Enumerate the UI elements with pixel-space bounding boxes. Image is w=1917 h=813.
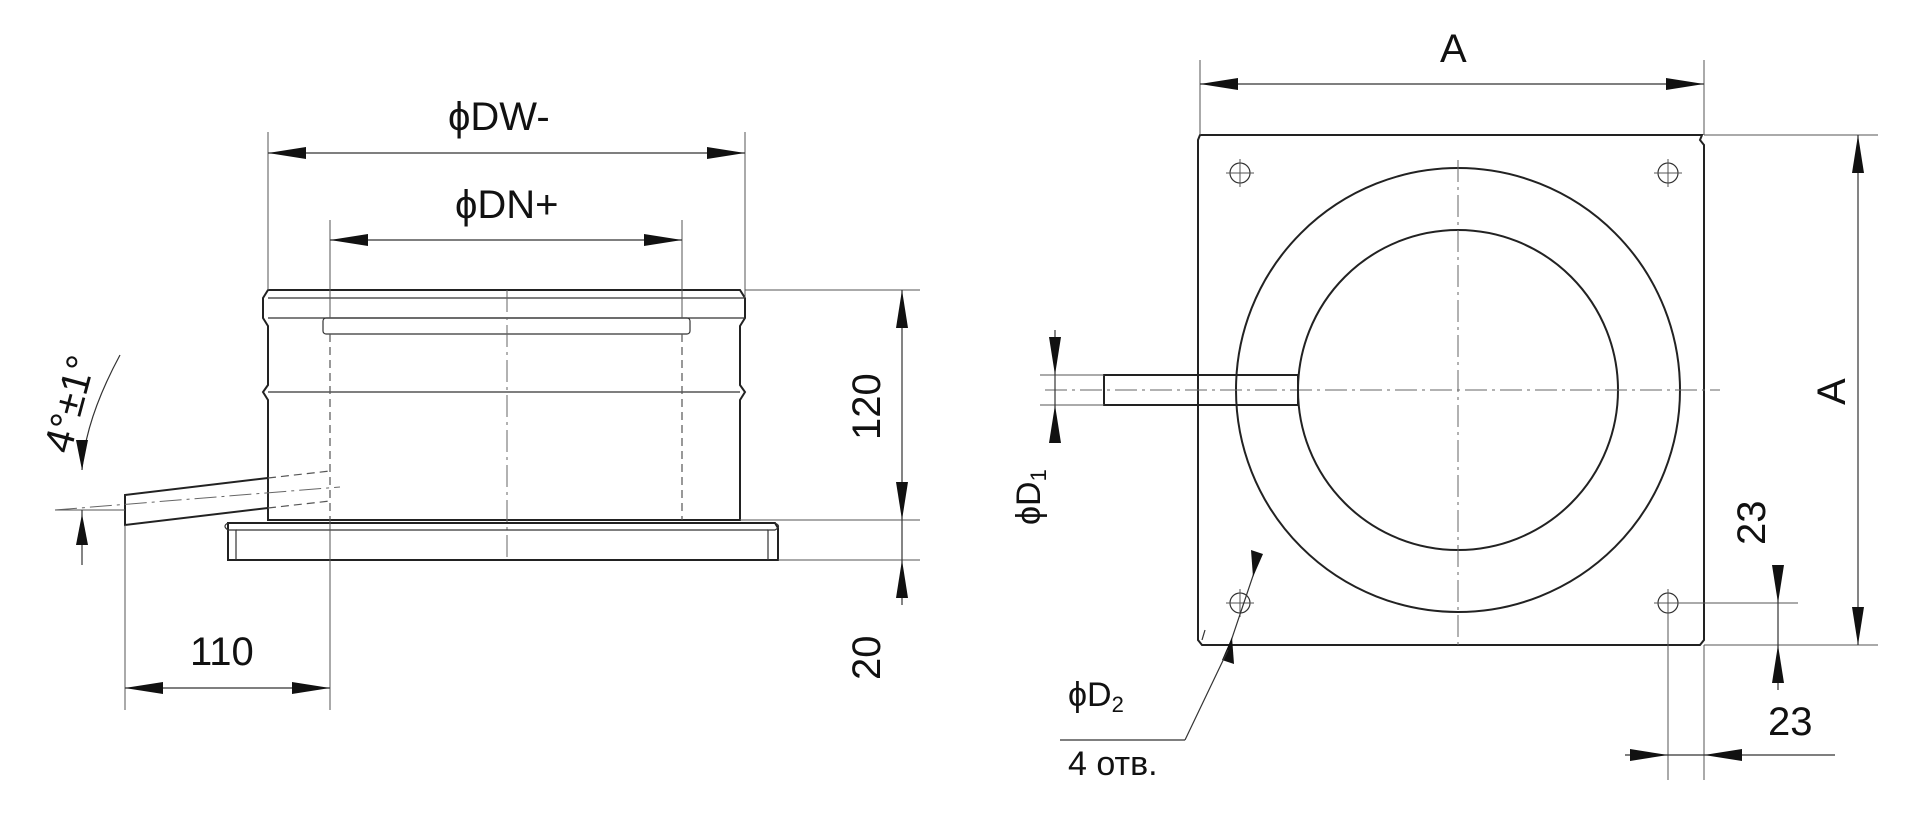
dim-hole-count: 4 отв. — [1068, 745, 1158, 783]
dim-hole-offset-x: 23 — [1768, 700, 1813, 744]
mount-hole — [1654, 159, 1682, 187]
dim-pipe-diameter: ϕD1 — [1010, 469, 1051, 525]
dim-outer-diameter: ϕDW- — [448, 95, 550, 139]
dim-height-plan: A — [1810, 378, 1854, 405]
dim-hole-diameter: ϕD2 — [1068, 676, 1124, 717]
plan-view: A A 23 23 ϕD1 ϕD2 4 отв. — [1010, 27, 1878, 783]
dim-flange: 20 — [845, 636, 889, 681]
drain-pipe-plan — [1103, 374, 1299, 406]
dim-pipe-length: 110 — [190, 630, 254, 674]
dim-angle: 4°±1° — [36, 351, 104, 457]
mount-hole — [1226, 159, 1254, 187]
dim-inner-diameter: ϕDN+ — [455, 183, 559, 227]
cylinder-body — [261, 289, 747, 521]
drain-pipe — [124, 477, 269, 527]
dim-height: 120 — [845, 373, 889, 440]
dim-width: A — [1440, 27, 1467, 71]
dim-hole-offset-y: 23 — [1730, 501, 1774, 546]
side-view: ϕDW- ϕDN+ 120 20 110 4°±1° — [36, 95, 920, 710]
base-flange — [227, 522, 779, 561]
